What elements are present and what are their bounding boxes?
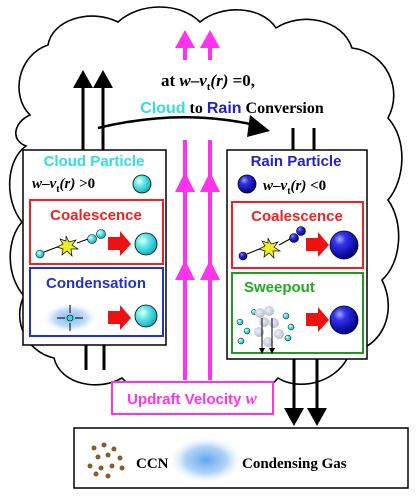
conversion-arrow — [97, 115, 256, 130]
source-panel: CCN Condensing Gas — [73, 427, 409, 489]
rain-particle-panel: Rain Particle w–vt(r) <0 Coalescence Swe… — [226, 149, 368, 360]
cloud-particle-condition: w–vt(r) >0 — [32, 176, 95, 195]
cloud-coalescence-result — [134, 232, 158, 256]
transition-arrow — [108, 305, 131, 330]
condensation-label: Condensation — [46, 275, 146, 292]
transition-arrow — [306, 232, 329, 257]
rain-particle-title: Rain Particle — [251, 153, 342, 170]
transition-arrow — [108, 231, 131, 256]
rain-particle-icon — [237, 174, 257, 194]
condensation-result — [134, 304, 158, 328]
cloud-bottom-stubs — [84, 345, 106, 370]
cloud-word: Cloud — [140, 100, 185, 117]
conversion-title: Cloud to Rain Conversion — [140, 100, 324, 117]
cloud-particle-title: Cloud Particle — [44, 153, 145, 170]
sweepout-result — [329, 305, 359, 335]
falling-drop-trail — [254, 306, 284, 354]
sweepout-label: Sweepout — [244, 279, 315, 296]
ccn-dots — [87, 442, 125, 479]
ccn-label: CCN — [136, 456, 169, 472]
svg-text:Updraft Velocity w: Updraft Velocity w — [127, 389, 257, 408]
rain-coalescence-label: Coalescence — [251, 208, 343, 225]
precipitation-arrows — [284, 359, 327, 426]
updraft-arrows — [175, 30, 220, 380]
rain-particle-condition: w–vt(r) <0 — [263, 178, 326, 197]
rain-coalescence-box: Coalescence — [231, 201, 364, 269]
transition-arrow — [306, 307, 329, 332]
rain-word: Rain — [207, 100, 242, 117]
rain-top-stubs — [291, 128, 316, 150]
sweepout-box: Sweepout — [231, 272, 364, 354]
swept-droplets — [236, 309, 295, 345]
cloud-particle-icon — [132, 174, 152, 194]
conversion-arrowhead — [247, 115, 270, 137]
condensing-gas-label: Condensing Gas — [242, 456, 347, 472]
conversion-equation: at w–vt(r) =0, — [161, 71, 255, 93]
spark-icon — [258, 237, 282, 259]
cloud-coalescence-box: Coalescence — [29, 199, 164, 265]
cloud-particle-panel: Cloud Particle w–vt(r) >0 Coalescence Co… — [22, 149, 167, 346]
rain-coalescence-result — [329, 230, 359, 260]
condensation-box: Condensation — [29, 267, 164, 337]
spark-icon — [56, 235, 80, 257]
updraft-velocity-label: Updraft Velocity w — [111, 381, 274, 415]
cloud-coalescence-label: Coalescence — [50, 207, 142, 224]
condensing-gas-blob — [168, 436, 244, 484]
upward-flow-arrows — [73, 70, 113, 150]
